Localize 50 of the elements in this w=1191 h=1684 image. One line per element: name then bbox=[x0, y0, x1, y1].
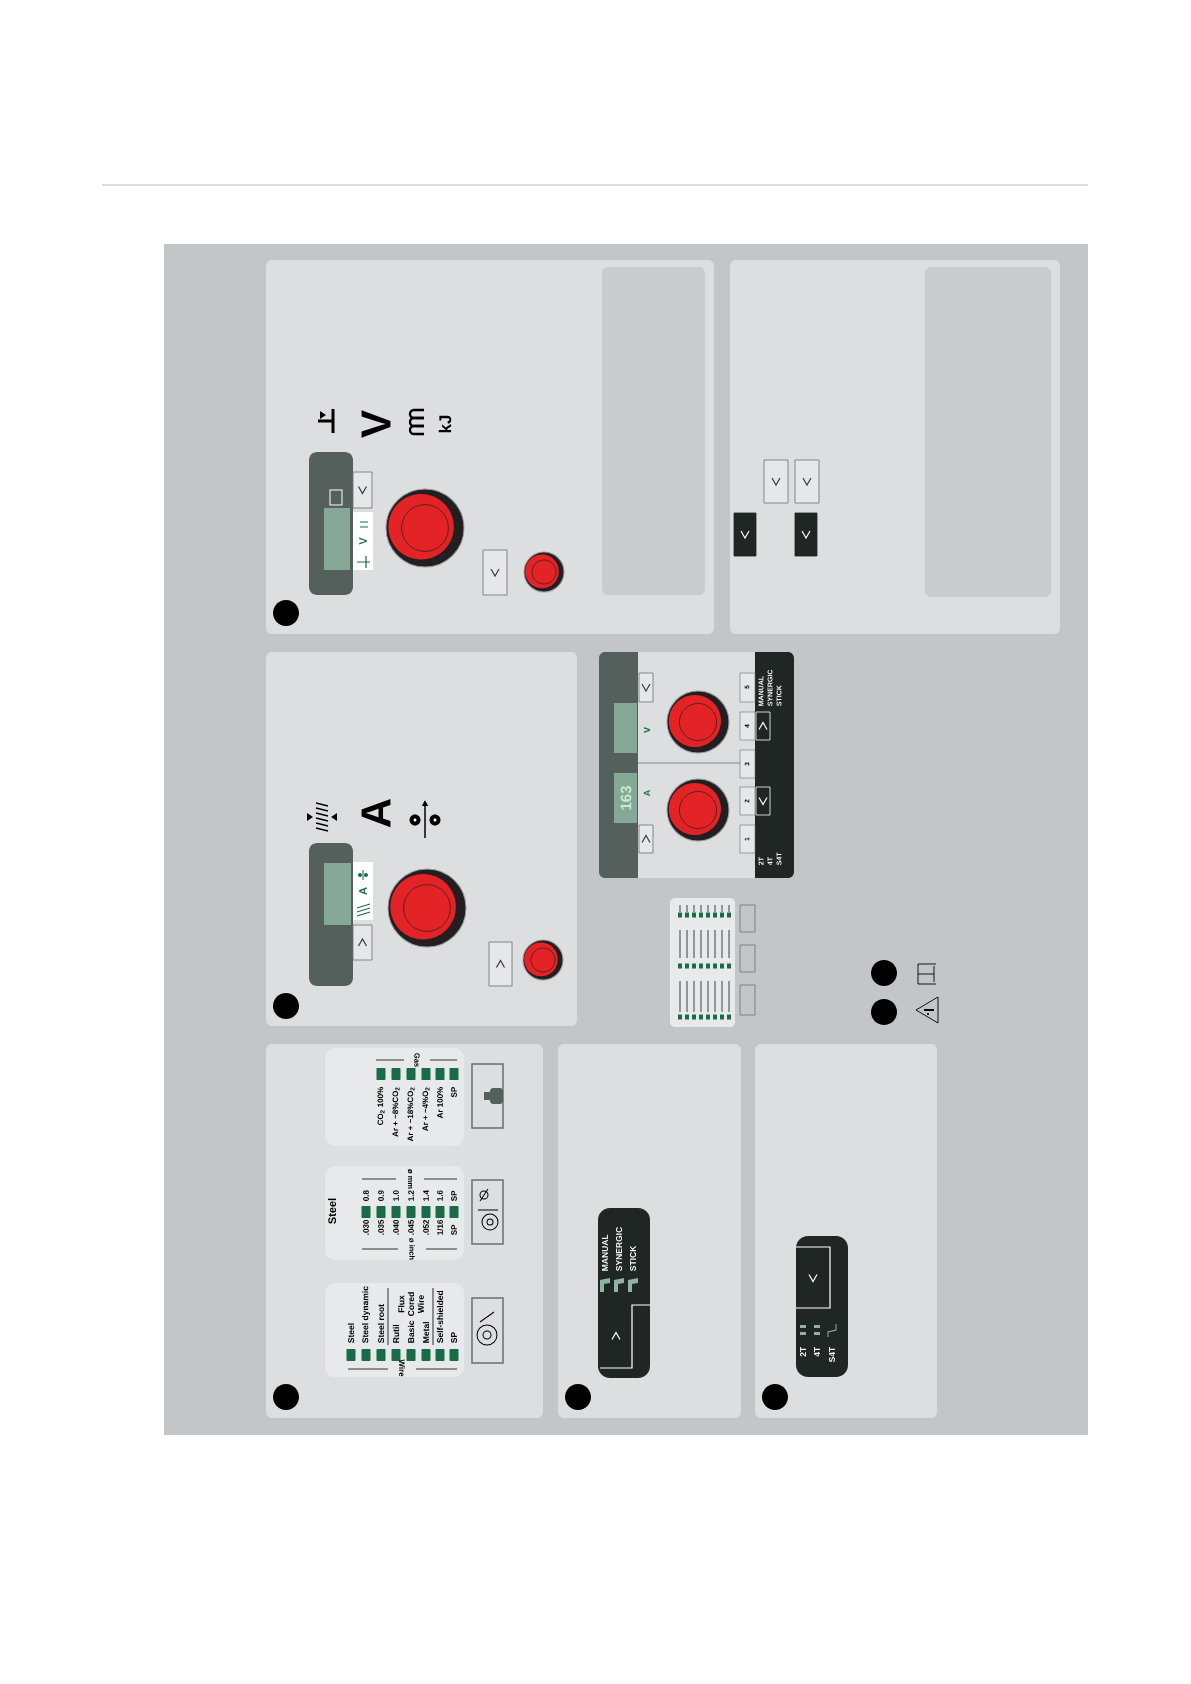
led-label: Basic bbox=[407, 1320, 415, 1343]
unit-label: A bbox=[359, 887, 367, 895]
led-label: Self-shielded bbox=[436, 1290, 444, 1343]
unit-label: V bbox=[643, 727, 651, 733]
led-label: Ar + ~8%CO$_{2}$ bbox=[392, 1087, 400, 1137]
display-value: 163 bbox=[620, 786, 632, 810]
unit-symbol: V bbox=[361, 410, 391, 438]
led-label: 1.2 bbox=[408, 1190, 414, 1201]
mode-selector bbox=[598, 1208, 650, 1378]
led-label: Ar 100% bbox=[437, 1087, 443, 1119]
led-card bbox=[325, 1166, 464, 1260]
mode-label: MANUAL bbox=[602, 1234, 608, 1271]
led-label: Flux Cored Wire bbox=[398, 1292, 424, 1316]
unit-symbol: kJ bbox=[438, 415, 452, 433]
mode-selector bbox=[796, 1236, 848, 1377]
led-label: SP bbox=[451, 1224, 457, 1235]
led-label: 1.0 bbox=[393, 1190, 399, 1201]
led-label: .052 bbox=[423, 1219, 429, 1235]
led-label: 1.4 bbox=[423, 1190, 429, 1201]
mode-label: 4T bbox=[814, 1346, 820, 1357]
led-label: .045 bbox=[408, 1219, 414, 1235]
mode-label: STICK bbox=[630, 1245, 636, 1271]
unit-label: V bbox=[359, 537, 367, 545]
led-label: Metal bbox=[422, 1322, 430, 1343]
led-label: SP bbox=[451, 1332, 457, 1343]
material-heading: Steel bbox=[327, 1198, 337, 1224]
led-label: CO$_{2}$ 100% bbox=[377, 1087, 385, 1125]
led-label: .040 bbox=[393, 1219, 399, 1235]
mode-label: SYNERGIC bbox=[616, 1227, 622, 1271]
led-label: SP bbox=[451, 1190, 457, 1201]
led-label: 1.6 bbox=[437, 1190, 443, 1201]
led-label: 0.8 bbox=[363, 1190, 369, 1201]
group-heading: Wire bbox=[399, 1359, 405, 1377]
unit-label: A bbox=[643, 790, 651, 797]
led-label: SP bbox=[451, 1087, 457, 1098]
led-label: .030 bbox=[363, 1219, 369, 1235]
led-label: 0.9 bbox=[378, 1190, 384, 1201]
led-label: Ar + ~18%CO$_{2}$ bbox=[407, 1087, 415, 1142]
led-label: Steel bbox=[347, 1323, 355, 1343]
mode-label: 2T bbox=[800, 1346, 806, 1357]
led-label: Ar + ~4%O$_{2}$ bbox=[422, 1087, 430, 1131]
led-label: .035 bbox=[378, 1219, 384, 1235]
led-card bbox=[325, 1283, 464, 1377]
led-label: Steel dynamic bbox=[362, 1286, 370, 1343]
led-label: 1/16 bbox=[437, 1219, 443, 1235]
led-label: Rutil bbox=[392, 1324, 400, 1343]
mode-label: S4T bbox=[829, 1346, 835, 1363]
unit-symbol: A bbox=[361, 798, 391, 828]
led-card bbox=[325, 1048, 464, 1146]
led-label: Steel root bbox=[377, 1304, 385, 1343]
